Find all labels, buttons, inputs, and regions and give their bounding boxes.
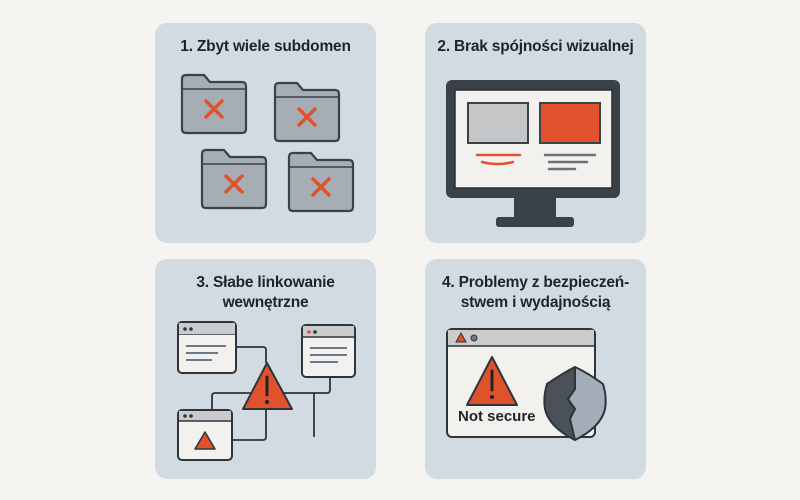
title-line: wewnętrzne <box>222 294 309 311</box>
panel-title: 4. Problemy z bezpieczeń-stwem i wydajno… <box>425 273 646 313</box>
webpage-window <box>177 409 233 461</box>
linking-illustration <box>177 321 356 461</box>
security-illustration <box>446 328 607 441</box>
webpage-window <box>301 324 356 378</box>
title-line: 4. Problemy z bezpieczeń- <box>441 274 630 291</box>
panel-too-many-subdomains: 1. Zbyt wiele subdomen <box>155 23 376 243</box>
title-line: stwem i wydajnością <box>460 294 611 311</box>
warning-icon <box>466 356 518 406</box>
webpage-window <box>177 321 237 374</box>
panel-title: 2. Brak spójności wizualnej <box>437 38 634 55</box>
folder-icon <box>287 151 355 213</box>
title-line: 3. Słabe linkowanie <box>196 274 335 291</box>
warning-icon <box>242 362 293 410</box>
folder-icon <box>180 73 248 135</box>
not-secure-label: Not secure <box>458 408 536 425</box>
broken-shield-icon <box>543 366 607 441</box>
panel-visual-inconsistency: 2. Brak spójności wizualnej <box>425 23 646 243</box>
folders-illustration <box>180 73 355 213</box>
folder-icon <box>273 81 341 143</box>
monitor-illustration <box>446 80 620 227</box>
folder-icon <box>200 148 268 210</box>
panel-title: 1. Zbyt wiele subdomen <box>180 38 351 55</box>
panel-weak-internal-linking: 3. Słabe linkowanie wewnętrzne <box>155 259 376 479</box>
panel-title: 3. Słabe linkowanie wewnętrzne <box>155 273 376 313</box>
panel-security-performance: 4. Problemy z bezpieczeń-stwem i wydajno… <box>425 259 646 479</box>
